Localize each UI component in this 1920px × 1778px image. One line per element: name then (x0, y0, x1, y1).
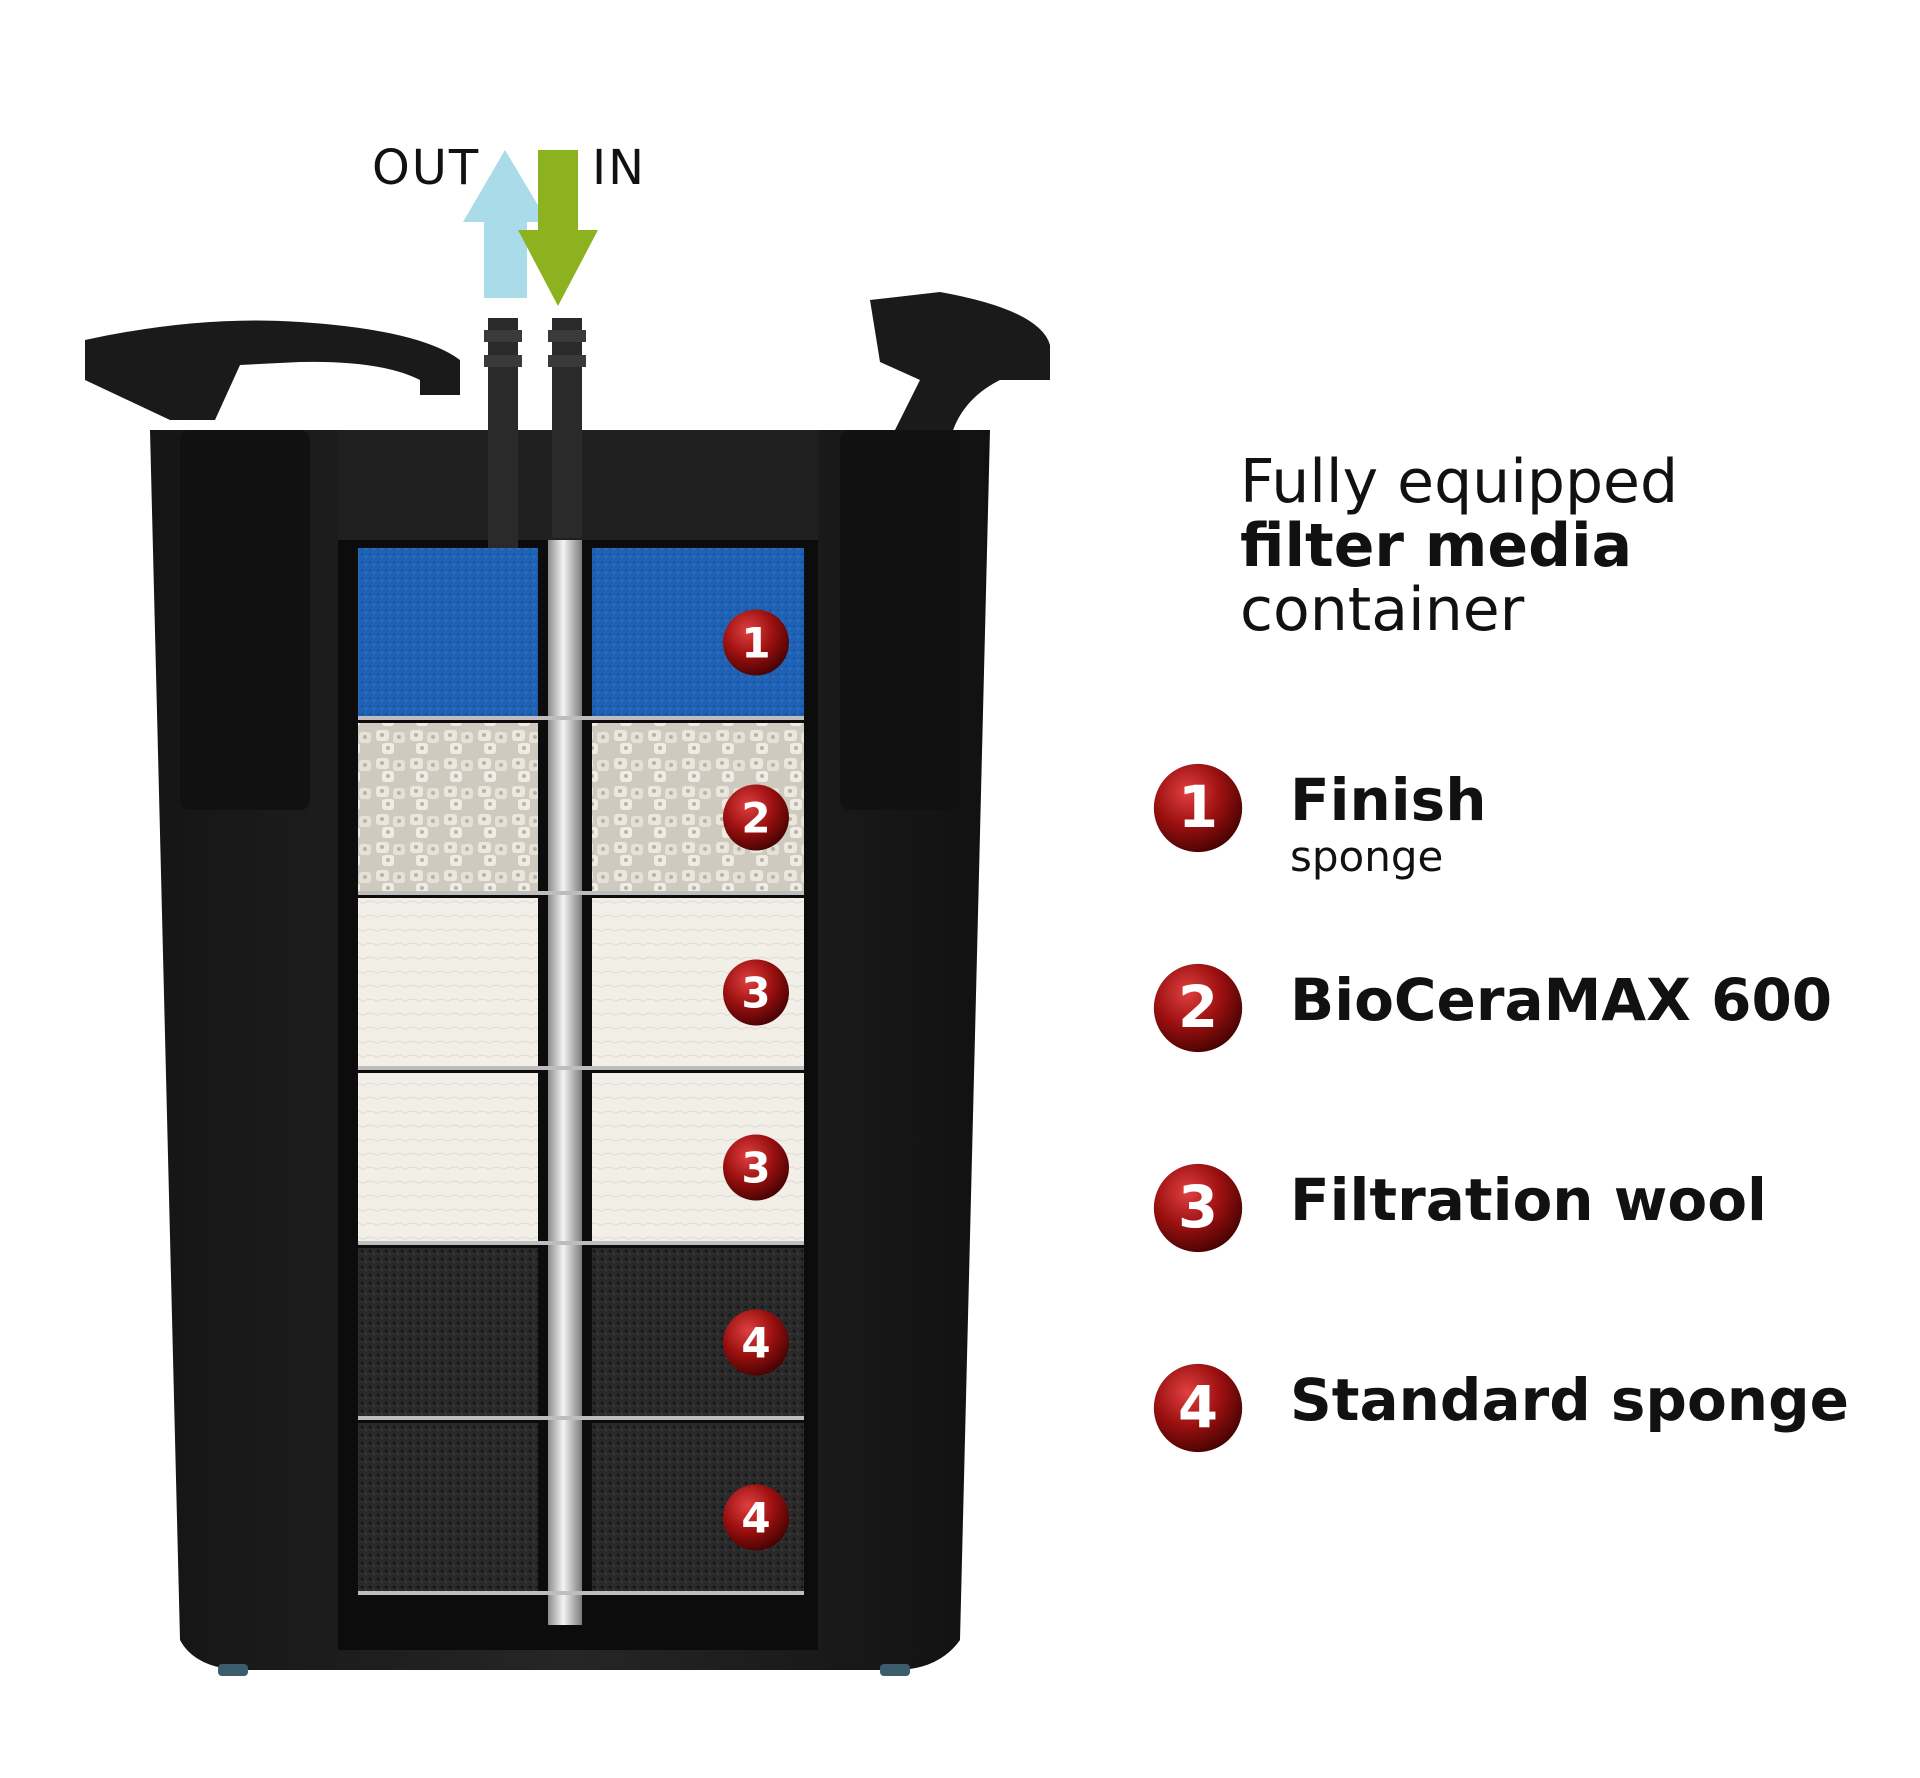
svg-text:4: 4 (1178, 1374, 1218, 1441)
right-clip (840, 430, 960, 810)
in-arrow-icon (518, 150, 598, 306)
media-badge-6-icon (723, 1484, 789, 1551)
badge-1-icon: 1 (1153, 763, 1243, 853)
media-badge-number-1: 1 (741, 619, 770, 668)
svg-text:2: 2 (1178, 974, 1218, 1041)
media-layer-5: 4 (358, 1248, 804, 1420)
svg-text:3: 3 (1178, 1174, 1218, 1241)
media-badge-number-2: 2 (741, 794, 770, 843)
media-layer-3: 3 (358, 898, 804, 1070)
left-clip (180, 430, 310, 810)
media-badge-number-4: 3 (741, 1144, 770, 1193)
diagram-title: Fully equipped filter media container (1240, 450, 1678, 642)
media-badge-3-icon (723, 959, 789, 1026)
tray-divider-5 (358, 1416, 804, 1420)
media-layer-1: 1 (358, 548, 804, 720)
tray-divider-6 (358, 1591, 804, 1595)
title-line-3: container (1240, 575, 1525, 645)
hose-connectors (484, 318, 586, 558)
left-foot (218, 1664, 248, 1676)
tray-divider-3 (358, 1066, 804, 1070)
media-layer-4: 3 (358, 1073, 804, 1245)
media-left-1 (358, 548, 538, 717)
media-left-4 (358, 1073, 538, 1242)
in-label: IN (592, 140, 647, 196)
legend-label-2: BioCeraMAX 600 (1290, 966, 1833, 1034)
tray-divider-2 (358, 891, 804, 895)
media-badge-4-icon (723, 1134, 789, 1201)
legend-item-4: 4 Standard sponge (1150, 1360, 1910, 1480)
media-badge-1-icon (723, 609, 789, 676)
title-line-2: filter media (1240, 511, 1633, 581)
out-arrow-icon (463, 150, 548, 298)
right-foot (880, 1664, 910, 1676)
right-handle (870, 292, 1050, 440)
title-line-1: Fully equipped (1240, 447, 1679, 517)
media-layer-2: 2 (358, 723, 804, 895)
media-left-2 (358, 723, 538, 892)
media-badge-number-5: 4 (741, 1319, 770, 1368)
media-badge-number-6: 4 (741, 1494, 770, 1543)
legend-label-4: Standard sponge (1290, 1366, 1849, 1434)
media-badge-number-3: 3 (741, 969, 770, 1018)
legend-label-1: Finish (1290, 766, 1487, 834)
left-handle (85, 320, 460, 420)
media-left-3 (358, 898, 538, 1067)
legend-item-2: 2 BioCeraMAX 600 (1150, 960, 1910, 1080)
legend-sublabel-1: sponge (1290, 832, 1444, 881)
legend-item-1: 1 Finish sponge (1150, 760, 1910, 881)
media-stack: 1 2 3 3 4 4 (358, 548, 804, 1595)
tray-divider-4 (358, 1241, 804, 1245)
media-badge-5-icon (723, 1309, 789, 1376)
central-tube (548, 540, 582, 1625)
legend-item-3: 3 Filtration wool (1150, 1160, 1910, 1280)
media-layer-6: 4 (358, 1423, 804, 1595)
badge-3-icon: 3 (1153, 1163, 1243, 1253)
media-left-5 (358, 1248, 538, 1417)
badge-4-icon: 4 (1153, 1363, 1243, 1453)
media-left-6 (358, 1423, 538, 1592)
badge-2-icon: 2 (1153, 963, 1243, 1053)
legend-label-3: Filtration wool (1290, 1166, 1767, 1234)
svg-text:1: 1 (1178, 774, 1218, 841)
out-label: OUT (372, 140, 481, 196)
tray-divider-1 (358, 716, 804, 720)
media-badge-2-icon (723, 784, 789, 851)
